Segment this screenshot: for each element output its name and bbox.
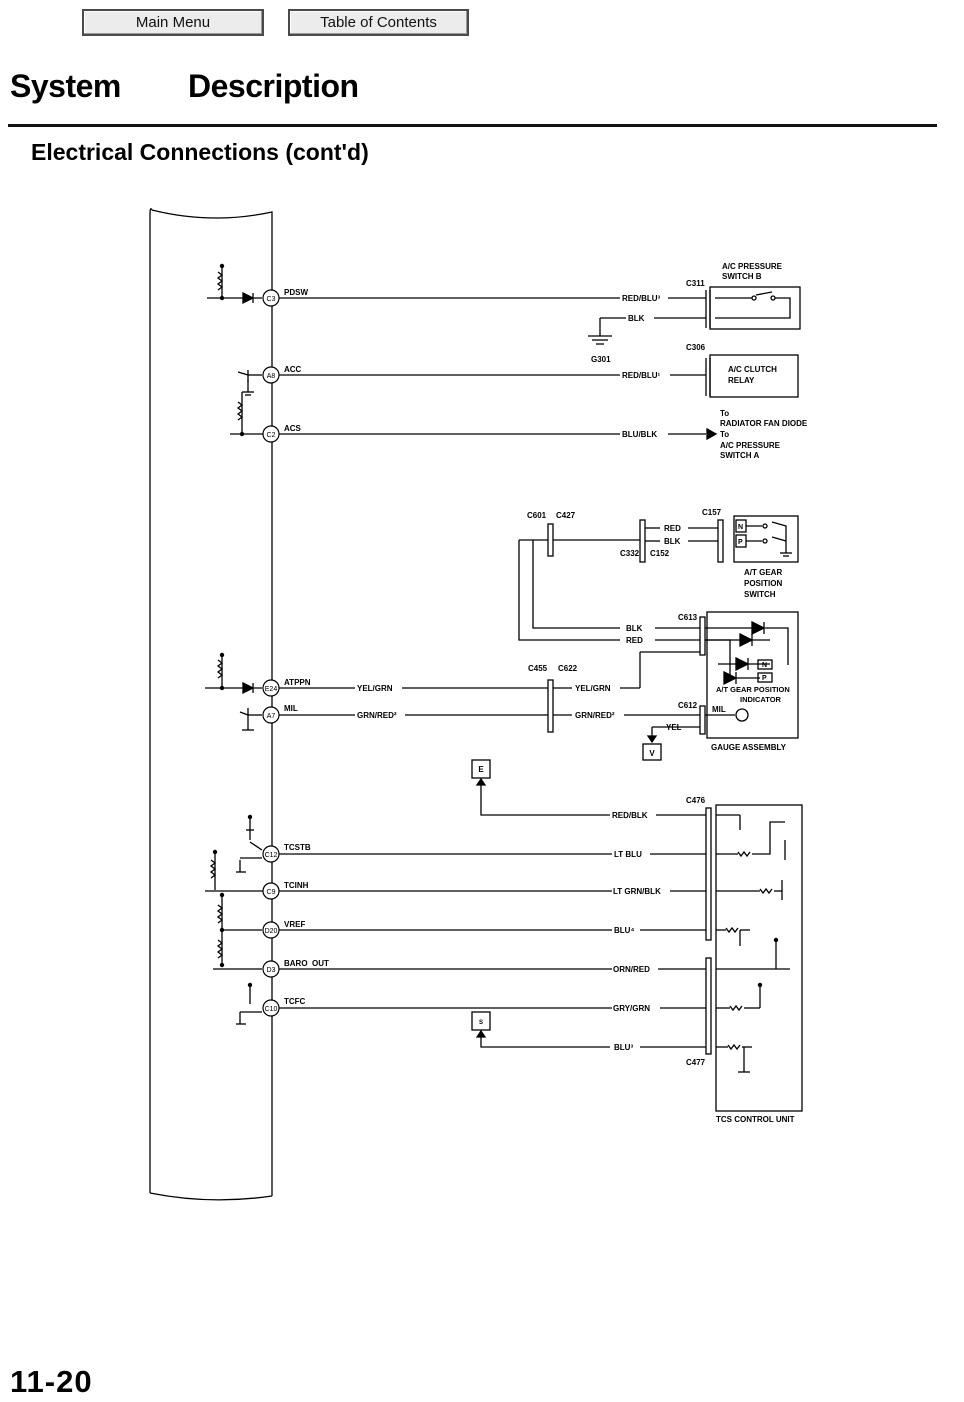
wire-color-label: LT BLU (614, 850, 642, 859)
ecm-outline (149, 208, 273, 1201)
wire-color-label: MIL (712, 705, 726, 714)
ecm-pin-label: C2 (267, 432, 276, 439)
radiator-note: To (720, 409, 729, 418)
wire-color-label: BLK (664, 537, 681, 546)
signal-label: PDSW (284, 288, 308, 297)
wire-color-label: RED/BLK (612, 811, 648, 820)
wire-color-label: YEL/GRN (575, 684, 611, 693)
radiator-note: To (720, 430, 729, 439)
wire-color-label: BLK (626, 624, 643, 633)
ecm-pin-label: E24 (265, 686, 278, 693)
wire-color-label: GRN/RED² (357, 711, 397, 720)
indicator-p-label: P (762, 675, 767, 682)
page-ref-s: S (479, 1020, 483, 1026)
wire-color-label: BLU³ (614, 1043, 633, 1052)
signal-label: ATPPN (284, 678, 311, 687)
connector-label: C157 (702, 508, 722, 517)
page-title: System Description (10, 68, 359, 104)
page-ref-e: E (478, 765, 484, 774)
ecm-pin-label: D3 (267, 967, 276, 974)
switch-p-label: P (738, 539, 743, 546)
signal-label: VREF (284, 920, 305, 929)
connector-label: C306 (686, 343, 706, 352)
ac-pressure-switch-b-label: SWITCH B (722, 272, 762, 281)
ac-clutch-relay-label: RELAY (728, 376, 755, 385)
ecm-pin-label: C10 (265, 1006, 278, 1013)
switch-n-label: N (738, 524, 743, 531)
signal-label: TCSTB (284, 843, 311, 852)
title-divider (8, 124, 937, 127)
ecm-pin-label: C3 (267, 296, 276, 303)
at-gear-position-indicator-label: A/T GEAR POSITION (716, 685, 790, 694)
ac-clutch-relay-label: A/C CLUTCH (728, 365, 777, 374)
at-gear-position-indicator-label: INDICATOR (740, 695, 782, 704)
ecm-pin-label: A8 (267, 373, 276, 380)
section-title: Electrical Connections (cont'd) (31, 139, 369, 165)
signal-label: ACC (284, 365, 302, 374)
connector-label: C332 (620, 549, 640, 558)
connector-label: C455 (528, 664, 548, 673)
connector-label: C601 (527, 511, 547, 520)
connector-label: C311 (686, 279, 705, 288)
wire-color-label: GRN/RED² (575, 711, 615, 720)
wire-color-label: RED (664, 524, 681, 533)
page-ref-v: V (649, 749, 655, 758)
table-of-contents-button[interactable]: Table of Contents (288, 9, 469, 36)
wire-color-label: GRY/GRN (613, 1004, 650, 1013)
wire-color-label: LT GRN/BLK (613, 887, 661, 896)
wire-color-label: RED/BLU¹ (622, 371, 661, 380)
page-number: 11-20 (10, 1364, 93, 1399)
indicator-n-label: N (762, 662, 767, 669)
at-gear-position-switch-label: A/T GEAR (744, 568, 782, 577)
connector-label: C622 (558, 664, 578, 673)
wire-color-label: YEL/GRN (357, 684, 393, 693)
connector-label: C427 (556, 511, 576, 520)
tcs-control-unit-label: TCS CONTROL UNIT (716, 1115, 795, 1124)
at-gear-position-switch-label: POSITION (744, 579, 782, 588)
wire-color-label: BLK (628, 314, 645, 323)
connector-label: C152 (650, 549, 670, 558)
radiator-note: SWITCH A (720, 451, 759, 460)
wire-color-label: RED (626, 636, 643, 645)
signal-label: MIL (284, 704, 298, 713)
at-gear-position-switch-label: SWITCH (744, 590, 776, 599)
ecm-pin-label: C9 (267, 889, 276, 896)
ac-pressure-switch-b-label: A/C PRESSURE (722, 262, 783, 271)
ecm-pin-label: C12 (265, 852, 278, 859)
wire-color-label: BLU⁴ (614, 926, 634, 935)
signal-label: ACS (284, 424, 302, 433)
wire-color-label: BLU/BLK (622, 430, 657, 439)
connector-label: G301 (591, 355, 611, 364)
main-menu-button[interactable]: Main Menu (82, 9, 264, 36)
signal-label: TCFC (284, 997, 306, 1006)
signal-label: TCINH (284, 881, 309, 890)
connector-label: C612 (678, 701, 698, 710)
signal-label: BARO OUT (284, 959, 329, 968)
wire-color-label: ORN/RED (613, 965, 650, 974)
wire-color-label: YEL (666, 723, 682, 732)
connector-label: C477 (686, 1058, 706, 1067)
ecm-pin-label: D20 (265, 928, 278, 935)
radiator-note: RADIATOR FAN DIODE (720, 419, 808, 428)
ecm-pin-label: A7 (267, 713, 276, 720)
wire-color-label: RED/BLU³ (622, 294, 661, 303)
connector-label: C613 (678, 613, 698, 622)
connector-label: C476 (686, 796, 706, 805)
gauge-assembly-label: GAUGE ASSEMBLY (711, 743, 787, 752)
radiator-note: A/C PRESSURE (720, 441, 781, 450)
